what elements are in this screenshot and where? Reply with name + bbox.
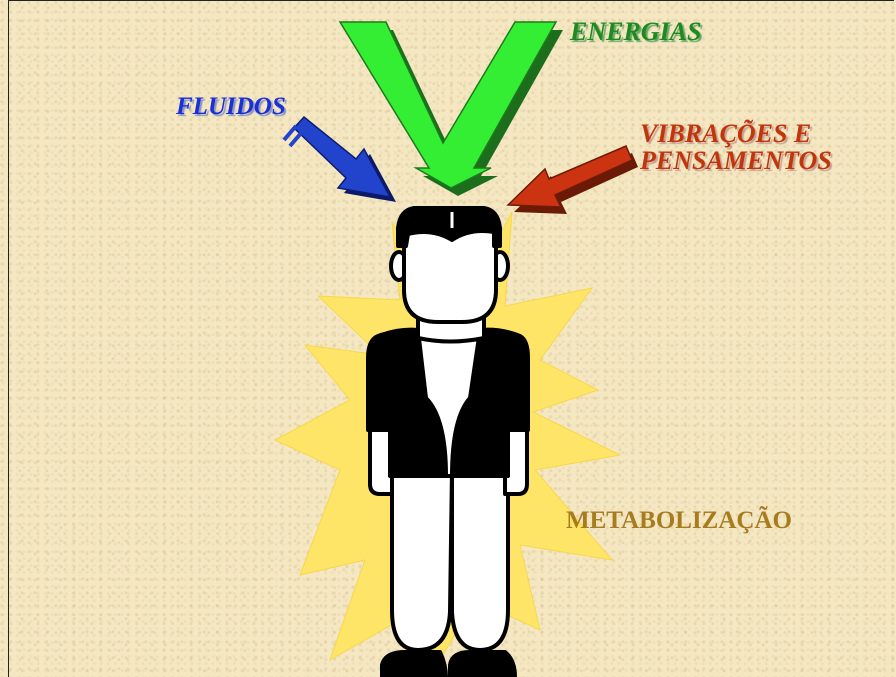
green-v-arrow-icon (338, 21, 558, 189)
slide-frame (8, 0, 894, 677)
blue-arrow-icon (292, 115, 392, 199)
vibracoes-line-1: VIBRAÇÕES E (640, 119, 812, 148)
vibracoes-line-2: PENSAMENTOS (640, 146, 832, 176)
metabolizacao-label: METABOLIZAÇÃO (566, 507, 792, 534)
vibracoes-label: VIBRAÇÕES E PENSAMENTOS (640, 120, 832, 175)
energias-label: ENERGIAS (570, 17, 702, 46)
blue-arrow-group (282, 115, 396, 202)
person-figure-icon (366, 206, 530, 677)
red-arrow-icon (506, 145, 633, 208)
fluidos-label: FLUIDOS (176, 93, 286, 120)
